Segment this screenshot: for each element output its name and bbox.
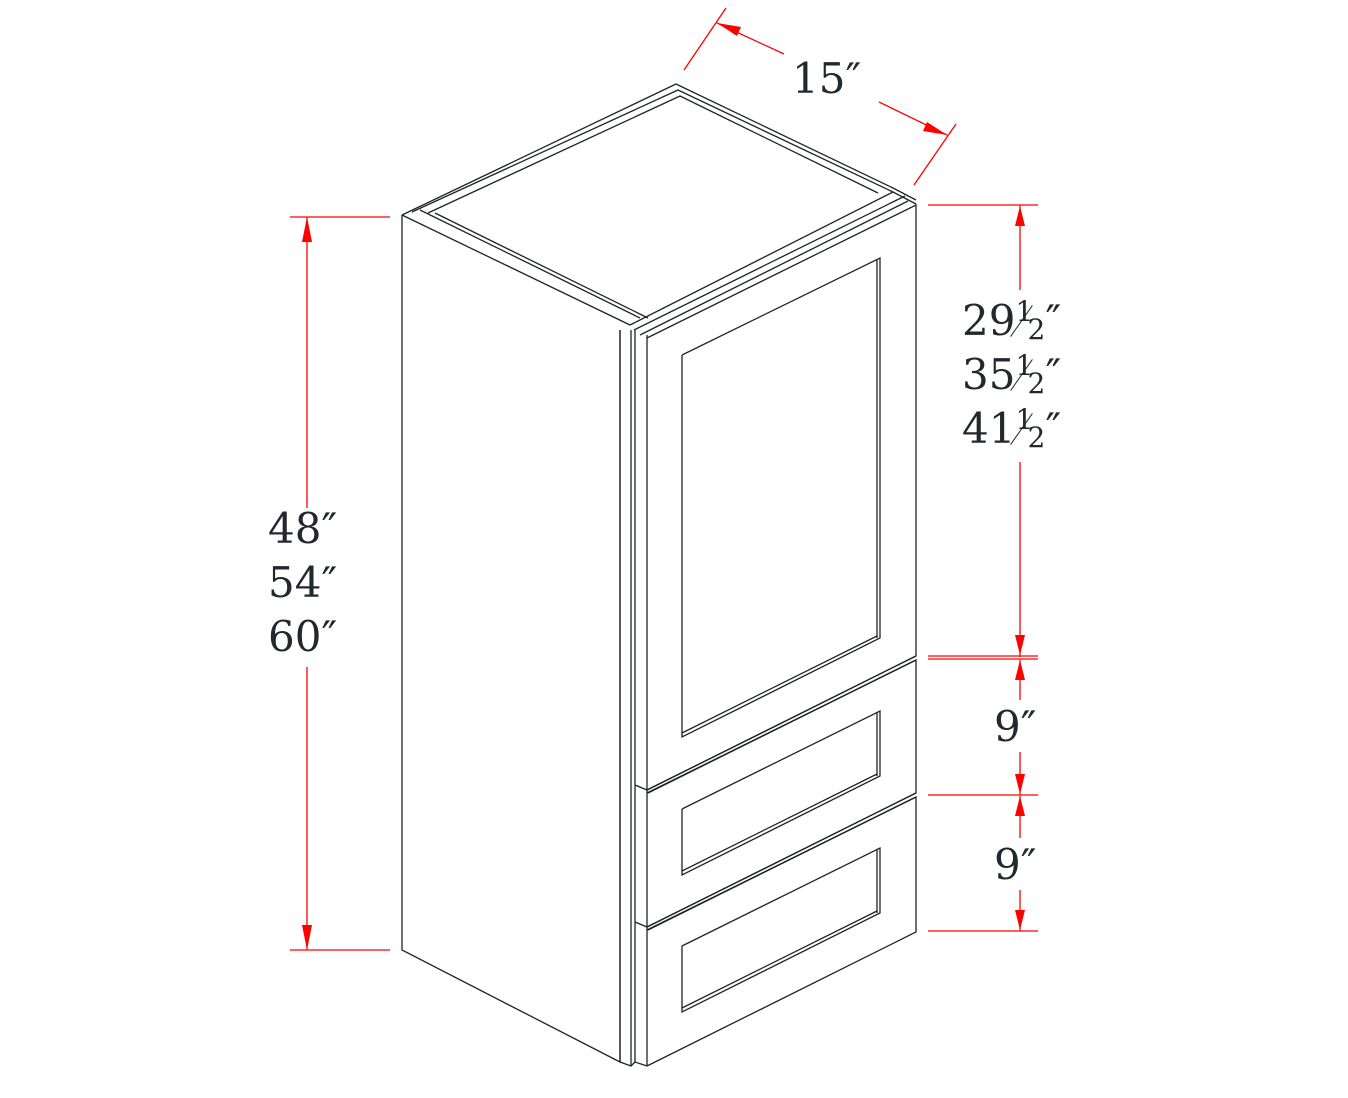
arrow-icon <box>923 122 947 135</box>
arrow-icon <box>302 217 312 242</box>
arrow-icon <box>1015 660 1025 680</box>
depth-label: 15″ <box>792 54 862 103</box>
overall-height-dimension <box>290 216 390 951</box>
door-height-dimension <box>928 204 1038 660</box>
drawer-1-panel <box>681 709 881 877</box>
drawer-1-height-label: 9″ <box>994 702 1037 751</box>
upper-door <box>634 203 917 794</box>
height-option-60: 60″ <box>268 612 338 661</box>
top-panel-outer <box>401 83 917 216</box>
drawer-2 <box>646 795 917 1067</box>
arrow-icon <box>302 925 312 950</box>
door-panel <box>681 256 881 739</box>
arrow-icon <box>1015 796 1025 816</box>
arrow-icon <box>1015 910 1025 930</box>
arrow-icon <box>1015 635 1025 655</box>
arrow-icon <box>717 23 741 36</box>
arrow-icon <box>1015 774 1025 794</box>
height-option-54: 54″ <box>268 558 338 607</box>
height-option-48: 48″ <box>268 504 338 553</box>
drawer-1 <box>634 658 917 931</box>
drawer-2-height-label: 9″ <box>994 840 1037 889</box>
cabinet-body <box>401 83 917 1067</box>
drawer-2-panel <box>681 846 881 1014</box>
side-panel <box>401 215 621 1064</box>
overall-height-labels: 48″ 54″ 60″ <box>268 508 337 670</box>
depth-dimension <box>683 7 957 186</box>
face-frame-top <box>629 191 917 326</box>
arrow-icon <box>1015 206 1025 226</box>
drawer-2-dimension <box>928 796 1038 932</box>
drawer-1-dimension <box>928 660 1038 796</box>
